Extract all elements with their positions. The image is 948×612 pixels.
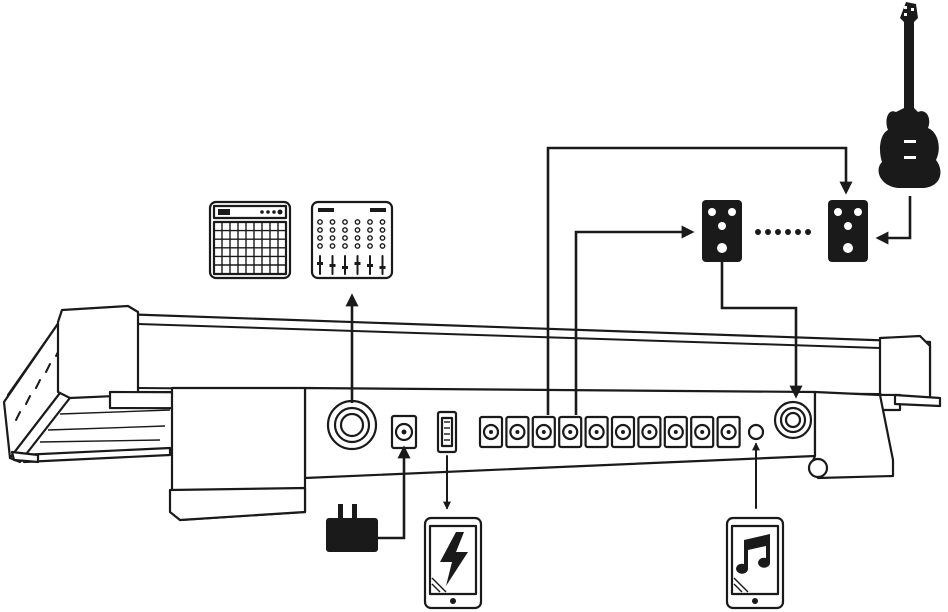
amplifier-icon	[208, 200, 292, 280]
main-output-jack	[326, 399, 378, 451]
power-output-jack	[531, 415, 556, 449]
connection-wires	[345, 146, 912, 540]
power-output-jack	[637, 415, 662, 449]
power-output-jack	[505, 415, 530, 449]
top-rail	[60, 310, 932, 397]
aux-input-jack	[747, 423, 765, 441]
power-output-jack	[716, 415, 741, 449]
power-output-jack	[478, 415, 504, 449]
right-bracket	[808, 390, 895, 480]
pedal-chain-dots	[755, 229, 811, 235]
power-output-jack	[610, 415, 636, 449]
pedalboard	[2, 304, 942, 522]
phone-charging-icon	[423, 516, 483, 610]
power-output-jack	[584, 415, 609, 449]
mixer-icon	[310, 200, 394, 280]
phone-music-icon	[725, 516, 785, 610]
usb-port	[436, 410, 458, 454]
power-output-jack	[690, 415, 715, 449]
left-end-cap	[56, 304, 140, 400]
guitar-input-jack	[773, 400, 813, 440]
left-rails	[2, 310, 172, 464]
power-output-jacks	[478, 415, 741, 449]
right-end-cap	[878, 334, 932, 402]
effect-pedal-icon	[702, 200, 742, 262]
power-output-jack	[663, 415, 688, 449]
dc-input-jack	[390, 414, 418, 450]
power-output-jack	[558, 415, 583, 449]
effect-pedal-icon-2	[828, 200, 868, 262]
guitar-icon	[878, 2, 941, 188]
power-adapter-icon	[326, 504, 378, 552]
